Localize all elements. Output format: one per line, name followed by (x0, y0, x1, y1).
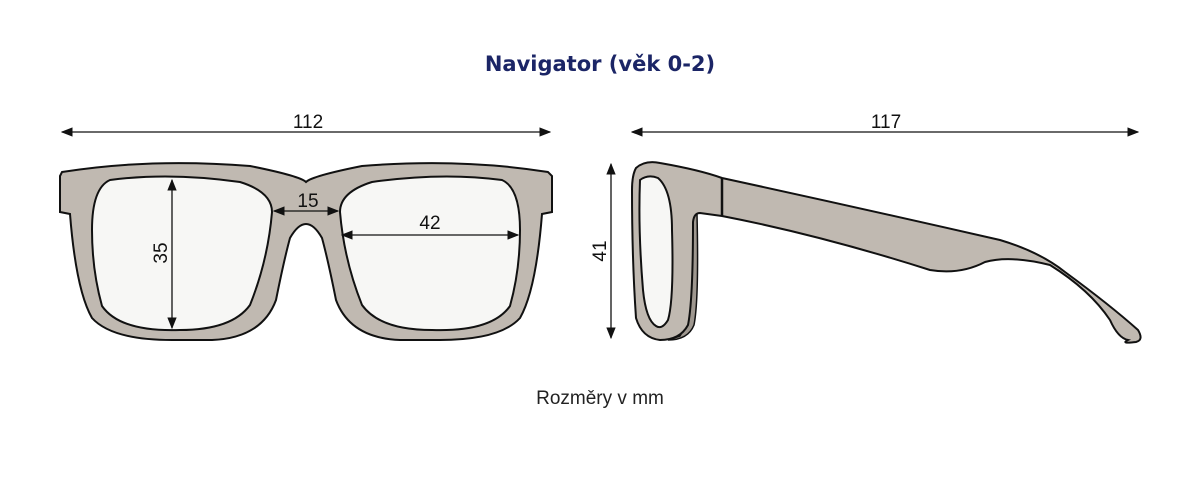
side-view (630, 161, 1142, 344)
temple-length-label: 117 (871, 112, 901, 133)
lens-width-label: 42 (419, 213, 440, 234)
diagram-title: Navigator (věk 0-2) (484, 52, 716, 76)
units-caption: Rozměry v mm (536, 388, 664, 409)
frame-height-label: 41 (590, 240, 611, 261)
left-lens (90, 175, 274, 332)
side-lens (638, 175, 674, 329)
total-width-label: 112 (293, 112, 323, 133)
lens-height-label: 35 (151, 242, 172, 263)
dimension-lines (60, 127, 1140, 340)
right-lens (338, 175, 522, 332)
bridge-width-label: 15 (297, 191, 318, 212)
temple-frame (630, 161, 1142, 344)
front-view (59, 162, 553, 341)
